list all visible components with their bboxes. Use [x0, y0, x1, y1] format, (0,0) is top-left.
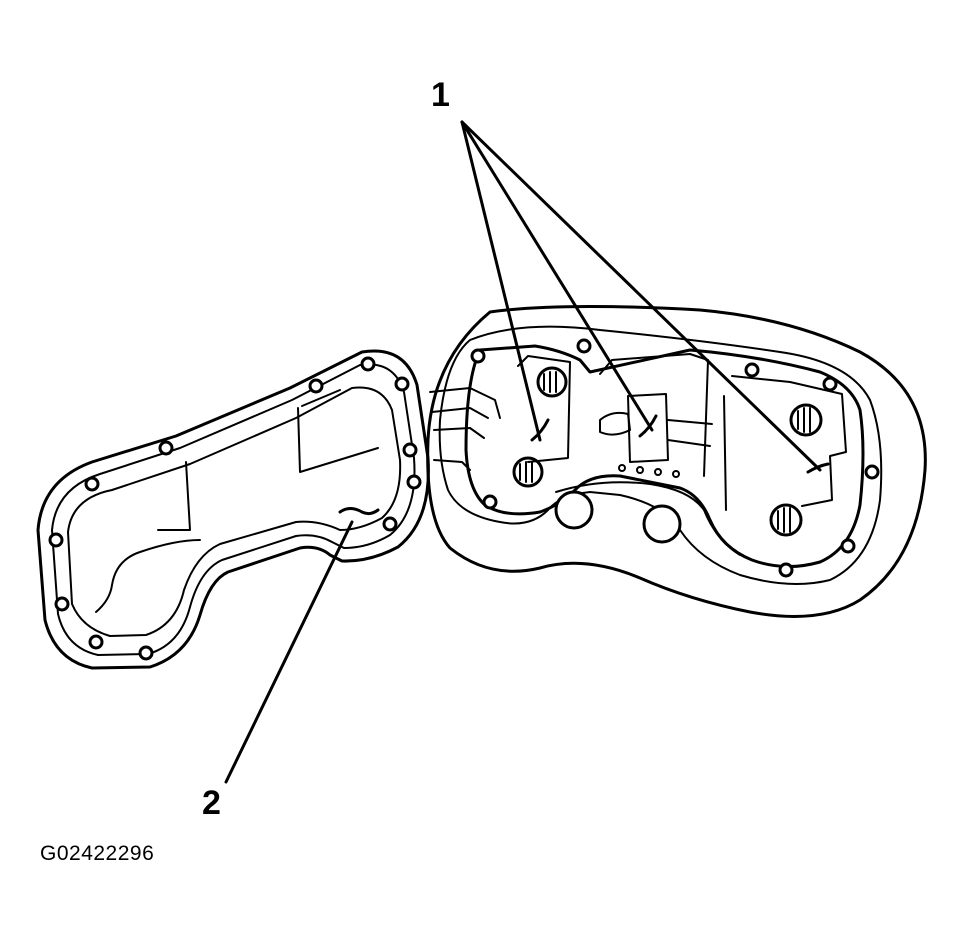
- bulb-socket: [769, 503, 803, 537]
- bulb-socket: [512, 456, 544, 488]
- callout-label-2: 2: [202, 784, 221, 822]
- figure-id-label: G02422296: [40, 842, 155, 865]
- bulb-socket: [536, 366, 568, 398]
- bulb-socket: [789, 403, 823, 437]
- lamp-housing: [426, 304, 927, 618]
- lamp-cover: [36, 349, 430, 670]
- callout-label-1: 1: [431, 76, 450, 114]
- leader-lines: [224, 120, 822, 784]
